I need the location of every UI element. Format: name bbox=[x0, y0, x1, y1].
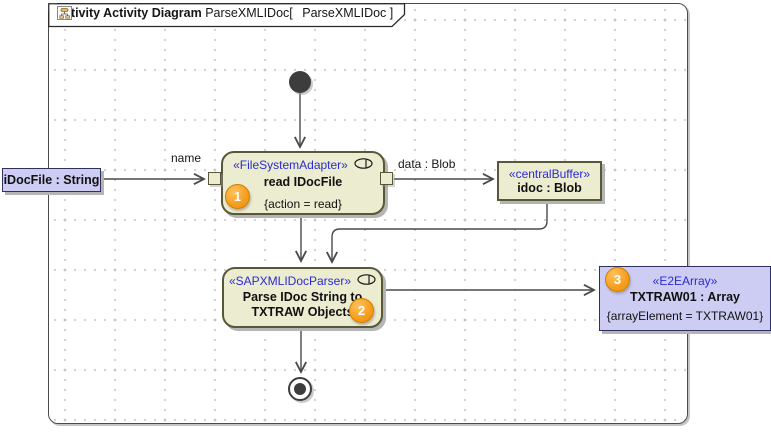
input-pin-name[interactable] bbox=[208, 172, 221, 185]
frame-title-tab-shape bbox=[48, 3, 406, 28]
final-node-dot bbox=[294, 383, 306, 395]
frame-title-text: activity Activity Diagram ParseXMLIDoc[ … bbox=[57, 6, 393, 20]
parse-action-stereotype: «SAPXMLIDocParser» bbox=[228, 274, 352, 288]
edge-label-name: name bbox=[171, 151, 202, 165]
read-action-name: read IDocFile bbox=[263, 175, 343, 189]
behavior-oval-icon bbox=[357, 272, 376, 290]
behavior-oval-icon bbox=[354, 156, 373, 174]
object-node-idocfile[interactable]: iDocFile : String bbox=[2, 168, 101, 192]
initial-node[interactable] bbox=[289, 71, 311, 93]
central-buffer-name: idoc : Blob bbox=[517, 180, 582, 195]
action-read-idocfile[interactable]: «FileSystemAdapter» read IDocFile {actio… bbox=[221, 151, 385, 215]
object-node-idocfile-label: iDocFile : String bbox=[3, 172, 100, 187]
final-node[interactable] bbox=[288, 377, 312, 401]
array-object-name: TXTRAW01 : Array bbox=[630, 290, 740, 304]
array-object-constraint: {arrayElement = TXTRAW01} bbox=[606, 309, 764, 323]
array-object-stereotype: «E2EArray» bbox=[652, 274, 718, 288]
step-badge-2: 2 bbox=[349, 298, 374, 323]
output-pin-data[interactable] bbox=[380, 172, 393, 185]
parse-action-name-line2: TXTRAW Objects bbox=[251, 305, 354, 319]
read-action-stereotype: «FileSystemAdapter» bbox=[233, 158, 348, 172]
frame-title-tab: activity Activity Diagram ParseXMLIDoc[ … bbox=[48, 3, 406, 28]
central-buffer-stereotype: «centralBuffer» bbox=[508, 166, 591, 181]
diagram-kind-label: activity Activity Diagram bbox=[57, 6, 202, 20]
edge-label-data-blob: data : Blob bbox=[398, 157, 456, 171]
diagram-name-pre: ParseXMLIDoc[ bbox=[205, 6, 293, 20]
step-badge-3: 3 bbox=[605, 267, 630, 292]
read-action-constraint: {action = read} bbox=[264, 197, 342, 211]
step-badge-1: 1 bbox=[225, 184, 250, 209]
central-buffer-idoc[interactable]: «centralBuffer» idoc : Blob bbox=[497, 161, 602, 201]
diagram-name-post: ParseXMLIDoc ] bbox=[302, 6, 394, 20]
parse-action-name-line1: Parse IDoc String to bbox=[242, 290, 363, 304]
